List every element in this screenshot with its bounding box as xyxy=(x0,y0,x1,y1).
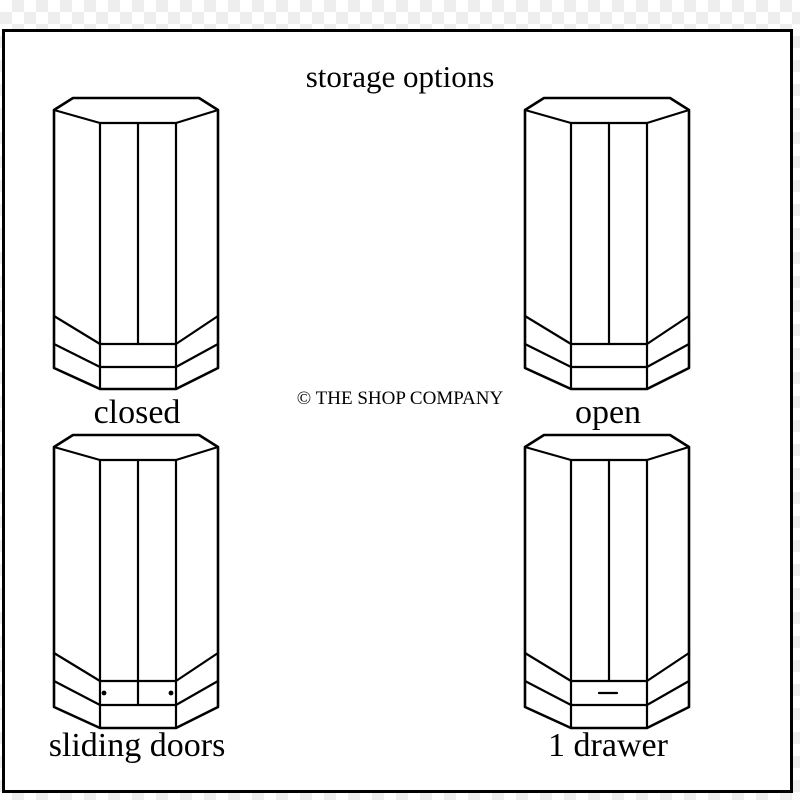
option-label-closed: closed xyxy=(93,394,181,431)
diagram-title: storage options xyxy=(305,59,495,94)
option-label-open: open xyxy=(574,394,642,431)
option-label-1-drawer: 1 drawer xyxy=(548,727,668,764)
cabinet-sliding-doors-illustration xyxy=(52,433,220,730)
option-label-sliding-doors: sliding doors xyxy=(48,727,226,764)
copyright-notice: © THE SHOP COMPANY xyxy=(296,388,504,409)
door-knob-left-icon xyxy=(101,690,107,696)
cabinet-open-illustration xyxy=(523,96,691,391)
diagram-frame xyxy=(2,29,793,793)
cabinet-1-drawer-illustration xyxy=(523,433,691,730)
cabinet-closed-illustration xyxy=(52,96,220,391)
door-knob-right-icon xyxy=(168,690,174,696)
